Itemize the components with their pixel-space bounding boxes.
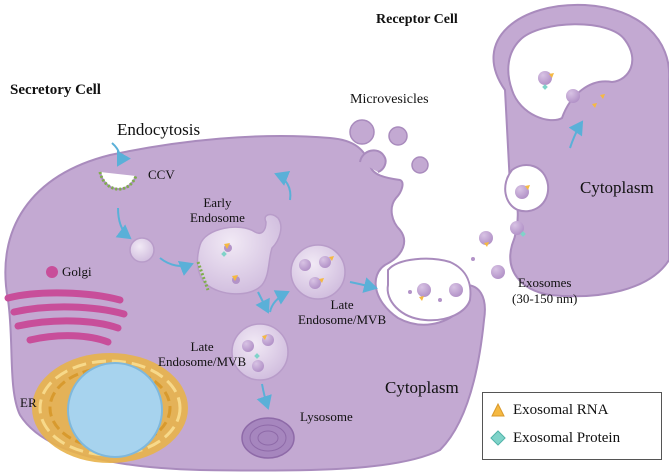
golgi-label: Golgi: [62, 264, 92, 279]
exosomes-size-label: (30-150 nm): [512, 291, 578, 306]
legend-protein-label: Exosomal Protein: [513, 429, 621, 446]
pathway-arrows: [111, 120, 584, 410]
lysosome: [241, 417, 295, 459]
golgi: [4, 266, 128, 346]
early-endosome-label: Early Endosome: [190, 195, 245, 225]
late-endosome-left-label: Late Endosome/MVB: [158, 339, 247, 369]
protein-diamond-icon: [490, 430, 506, 446]
legend-rna-label: Exosomal RNA: [513, 401, 609, 418]
cytoplasm-secretory-label: Cytoplasm: [385, 378, 459, 397]
microvesicles-label: Microvesicles: [350, 92, 429, 107]
late-endosome-right: [290, 244, 346, 300]
endocytic-vesicle: [129, 237, 155, 263]
early-endosome: [196, 213, 282, 295]
cytoplasm-receptor-label: Cytoplasm: [580, 178, 654, 197]
exosomes-label: Exosomes: [518, 275, 572, 290]
microvesicles: [349, 119, 429, 174]
secretory-cell-label: Secretory Cell: [10, 82, 101, 98]
legend-item-protein: Exosomal Protein: [489, 429, 620, 447]
legend: Exosomal RNA Exosomal Protein: [482, 392, 662, 460]
receptor-cell-label: Receptor Cell: [376, 12, 458, 27]
rna-triangle-icon: [491, 402, 505, 417]
ccv: [98, 171, 138, 191]
er-label: ER: [20, 395, 37, 410]
late-endosome-left: [231, 323, 289, 381]
legend-item-rna: Exosomal RNA: [489, 401, 608, 419]
late-endosome-right-label: Late Endosome/MVB: [298, 297, 387, 327]
nucleus: [67, 362, 163, 458]
exosomes: [408, 71, 605, 302]
ccv-label: CCV: [148, 167, 175, 182]
receptor-cell: [492, 3, 669, 298]
lysosome-label: Lysosome: [300, 409, 353, 424]
endocytosis-label: Endocytosis: [117, 120, 201, 139]
